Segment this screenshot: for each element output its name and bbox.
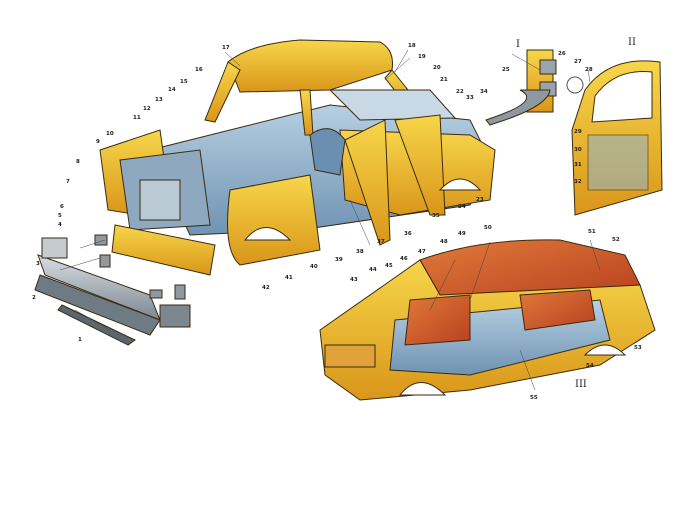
callout-4: 4 [58, 222, 62, 228]
callout-21: 21 [440, 77, 448, 83]
callout-44: 44 [369, 267, 377, 273]
callout-34: 34 [480, 89, 488, 95]
section-marker-ii: II [628, 37, 636, 48]
body-cutaway-section [319, 239, 656, 401]
callout-20: 20 [433, 65, 441, 71]
callout-38: 38 [356, 249, 364, 255]
callout-48: 48 [440, 239, 448, 245]
mounting-hardware [94, 234, 186, 300]
callout-6: 6 [60, 204, 64, 210]
front-door-panel [571, 60, 663, 216]
callout-49: 49 [458, 231, 466, 237]
section-marker-iii: III [575, 379, 587, 390]
main-body-shell [99, 39, 496, 266]
callout-43: 43 [350, 277, 358, 283]
callout-40: 40 [310, 264, 318, 270]
callout-24: 24 [458, 204, 466, 210]
callout-23: 23 [476, 197, 484, 203]
callout-51: 51 [588, 229, 596, 235]
callout-7: 7 [66, 179, 70, 185]
callout-35: 35 [432, 213, 440, 219]
callout-2: 2 [32, 295, 36, 301]
callout-47: 47 [418, 249, 426, 255]
callout-25: 25 [502, 67, 510, 73]
callout-50: 50 [484, 225, 492, 231]
section-marker-i: I [516, 39, 520, 50]
callout-18: 18 [408, 43, 416, 49]
callout-30: 30 [574, 147, 582, 153]
leader-lines [59, 49, 601, 391]
callout-32: 32 [574, 179, 582, 185]
callout-42: 42 [262, 285, 270, 291]
callout-55: 55 [530, 395, 538, 401]
callout-15: 15 [180, 79, 188, 85]
callout-37: 37 [377, 239, 385, 245]
callout-12: 12 [143, 106, 151, 112]
callout-13: 13 [155, 97, 163, 103]
callout-54: 54 [586, 363, 594, 369]
callout-16: 16 [195, 67, 203, 73]
callout-14: 14 [168, 87, 176, 93]
callout-27: 27 [574, 59, 582, 65]
callout-19: 19 [418, 54, 426, 60]
callout-52: 52 [612, 237, 620, 243]
callout-33: 33 [466, 95, 474, 101]
callout-11: 11 [133, 115, 141, 121]
callout-10: 10 [106, 131, 114, 137]
front-bumper-assembly [34, 224, 216, 346]
callout-5: 5 [58, 213, 62, 219]
callout-31: 31 [574, 162, 582, 168]
callout-9: 9 [96, 139, 100, 145]
callout-41: 41 [285, 275, 293, 281]
callout-3: 3 [36, 261, 40, 267]
callout-22: 22 [456, 89, 464, 95]
callout-39: 39 [335, 257, 343, 263]
callout-29: 29 [574, 129, 582, 135]
callout-46: 46 [400, 256, 408, 262]
callout-1: 1 [78, 337, 82, 343]
callout-36: 36 [404, 231, 412, 237]
callout-53: 53 [634, 345, 642, 351]
callout-28: 28 [585, 67, 593, 73]
callout-45: 45 [385, 263, 393, 269]
callout-17: 17 [222, 45, 230, 51]
callout-8: 8 [76, 159, 80, 165]
callout-26: 26 [558, 51, 566, 57]
door-hinge-detail [485, 49, 584, 126]
